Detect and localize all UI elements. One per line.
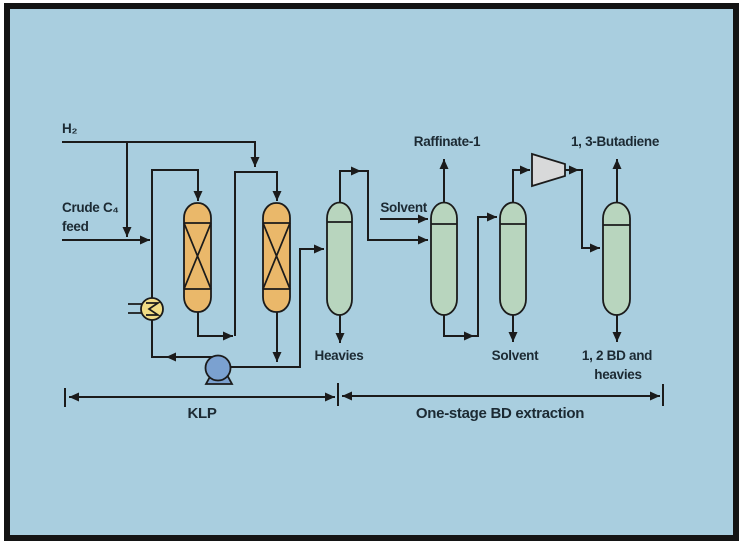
label-crude-feed-line1: Crude C₄ <box>62 200 119 215</box>
compressor-icon <box>531 152 566 188</box>
column4-shell <box>602 201 631 316</box>
label-bd-heavies-line1: 1, 2 BD and <box>582 348 652 363</box>
column3-shell <box>499 201 527 316</box>
label-heavies: Heavies <box>315 348 364 363</box>
line-column3-overhead <box>512 165 530 202</box>
column-2-icon <box>430 201 458 316</box>
column-4-icon <box>602 201 631 316</box>
packed-bed-reactor-1-icon <box>183 202 212 313</box>
line-recycle-lower <box>151 320 212 358</box>
heat-exchanger-icon <box>128 297 164 321</box>
packed-bed-reactor-2-icon <box>262 202 291 313</box>
label-butadiene: 1, 3-Butadiene <box>571 134 660 149</box>
column-3-icon <box>499 201 527 316</box>
label-crude-feed-line2: feed <box>62 219 89 234</box>
label-solvent-out: Solvent <box>492 348 539 363</box>
reactor1-packing <box>183 222 212 290</box>
pump-casing <box>204 354 232 382</box>
line-column1-overhead <box>339 170 428 245</box>
label-section-klp: KLP <box>187 405 216 422</box>
column-1-icon <box>326 201 353 316</box>
exchanger-coil <box>146 302 161 316</box>
line-to-reactor2 <box>234 171 282 336</box>
column2-shell <box>430 201 458 316</box>
column1-shell <box>326 201 353 316</box>
process-lines <box>62 141 622 368</box>
section-brackets <box>64 383 664 407</box>
line-feed-to-reactor1 <box>151 169 203 240</box>
label-solvent-in: Solvent <box>380 200 427 215</box>
label-bd-heavies-line2: heavies <box>594 367 641 382</box>
reactor2-packing <box>262 222 291 290</box>
label-h2: H₂ <box>62 121 77 136</box>
line-pump-to-column1 <box>230 244 324 368</box>
label-section-extraction: One-stage BD extraction <box>416 405 584 422</box>
exchanger-shell <box>140 297 164 321</box>
pump-icon <box>204 354 234 385</box>
label-raffinate-1: Raffinate-1 <box>414 134 481 149</box>
exchanger-stubs <box>128 303 142 314</box>
line-reactor1-bottom <box>197 312 233 341</box>
line-column2-bottoms <box>443 212 497 337</box>
